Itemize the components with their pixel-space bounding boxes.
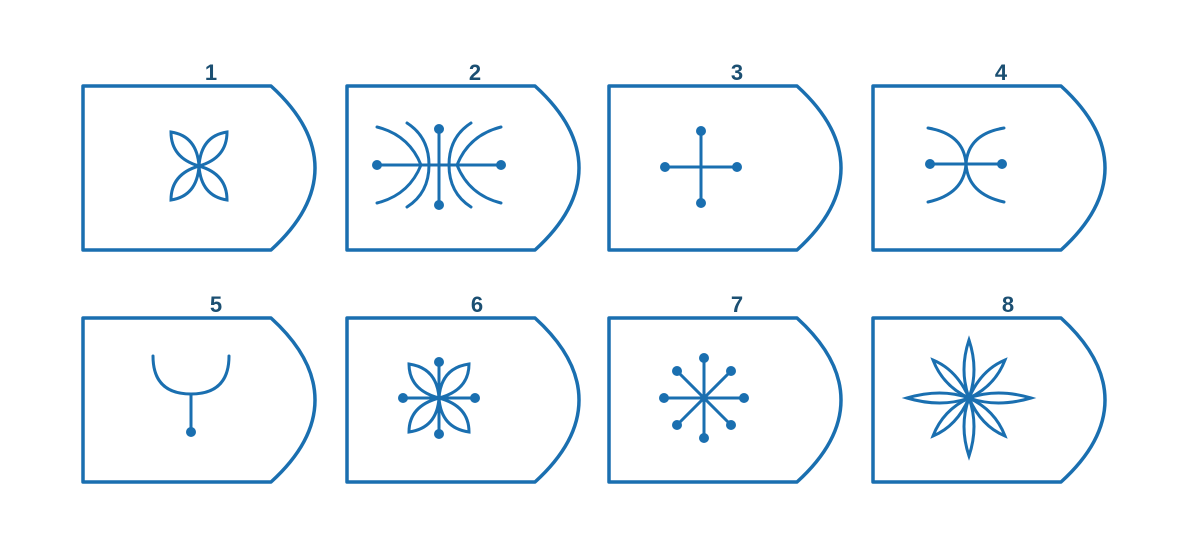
card-number: 8 (1002, 292, 1014, 317)
card-frame (607, 316, 843, 484)
card-frame (871, 84, 1107, 252)
card-1: 1 (81, 60, 317, 252)
card-number: 3 (731, 60, 743, 85)
four-petal-flower-icon (169, 130, 229, 202)
card-number: 2 (469, 60, 481, 85)
card-number: 4 (995, 60, 1008, 85)
horizontal-line-with-opposed-arcs-icon (925, 126, 1007, 204)
card-number: 5 (210, 292, 222, 317)
card-frame (345, 84, 581, 252)
card-number: 6 (471, 292, 483, 317)
card-6: 6 (345, 292, 581, 484)
card-4: 4 (871, 60, 1107, 252)
card-number: 7 (731, 292, 743, 317)
card-frame (345, 316, 581, 484)
card-2: 2 (345, 60, 581, 252)
card-3: 3 (607, 60, 843, 252)
petal-flower-with-cross-dots-icon (398, 357, 480, 439)
card-7: 7 (607, 292, 843, 484)
eight-petal-flower-icon (901, 335, 1037, 461)
y-cup-with-dot-icon (151, 354, 231, 437)
card-8: 8 (871, 292, 1107, 484)
card-5: 5 (81, 292, 317, 484)
card-frame (81, 316, 317, 484)
plus-with-dots-icon (660, 126, 742, 208)
card-number: 1 (205, 60, 217, 85)
cross-with-double-arcs-icon (372, 121, 506, 210)
card-frame (871, 316, 1107, 484)
eight-spoke-star-with-dots-icon (659, 353, 749, 443)
